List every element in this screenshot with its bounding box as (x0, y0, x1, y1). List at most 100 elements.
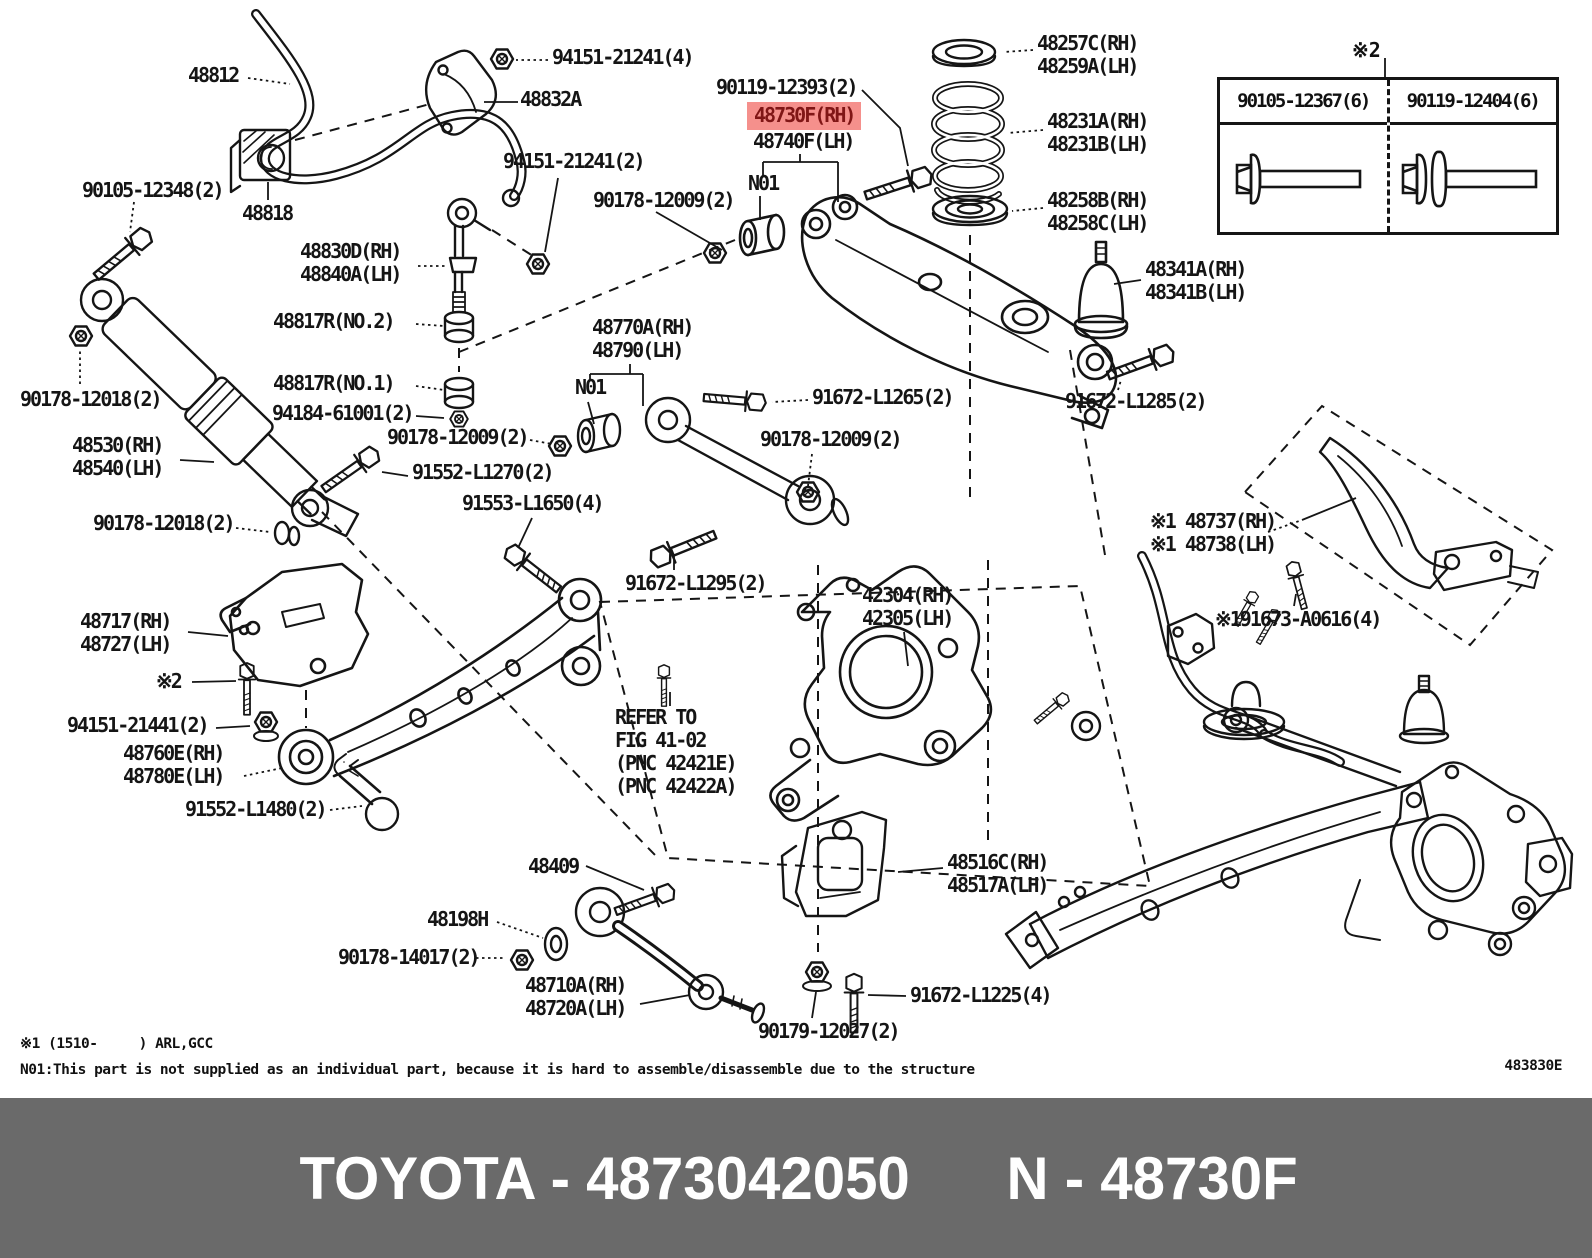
part-label-line: 48258B(RH) (1047, 188, 1149, 212)
part-label: 48258B(RH)48258C(LH) (1047, 188, 1149, 235)
ref-part-number: 90105-12367(6) (1220, 80, 1387, 125)
part-label-line: 48720A(LH) (525, 996, 627, 1020)
part-label: 94151-21241(2) (503, 149, 646, 173)
part-label-line: 48780E(LH) (123, 764, 225, 788)
part-label-line: 48341A(RH) (1145, 257, 1247, 281)
part-label: 90105-12348(2) (82, 178, 225, 202)
part-label-line: N01 (575, 375, 607, 399)
ref-part-number: 90119-12404(6) (1389, 80, 1556, 125)
part-label-line: 91672-L1225(4) (910, 983, 1053, 1007)
part-label-line: 48409 (528, 854, 580, 878)
part-label: N01 (748, 171, 780, 195)
part-label-line: 90178-12009(2) (760, 427, 903, 451)
part-label: 48710A(RH)48720A(LH) (525, 973, 627, 1020)
part-label-line: 91553-L1650(4) (462, 491, 605, 515)
part-label-line: 90178-12018(2) (20, 387, 163, 411)
part-label: 91672-L1295(2) (625, 572, 768, 595)
part-label: 48516C(RH)48517A(LH) (947, 850, 1049, 897)
part-label: 94151-21241(4) (552, 45, 695, 69)
part-label-line: ※1 48738(LH) (1150, 532, 1277, 556)
part-label: 91552-L1270(2) (412, 461, 555, 484)
part-label-line: 90105-12348(2) (82, 178, 225, 202)
part-label-line: 48840A(LH) (300, 262, 402, 286)
part-label-line: 48830D(RH) (300, 239, 402, 263)
part-label-line: 48259A(LH) (1037, 54, 1139, 78)
part-label: 48770A(RH)48790(LH) (592, 315, 694, 362)
part-label: 48817R(NO.2) (273, 309, 395, 333)
part-label-line: 48790(LH) (592, 338, 684, 362)
part-label-line: 91672-L1265(2) (812, 385, 955, 409)
part-label: 91672-L1265(2) (812, 385, 955, 409)
part-label-highlighted: 48730F(RH) (747, 102, 862, 130)
part-label-line: 48730F(RH) (754, 103, 856, 127)
part-label: 48257C(RH)48259A(LH) (1037, 32, 1139, 78)
part-label: 94151-21441(2) (67, 713, 210, 737)
part-label-line: 91552-L1480(2) (185, 797, 328, 821)
part-label-line: 48817R(NO.1) (273, 371, 395, 395)
part-label: 91552-L1480(2) (185, 797, 328, 821)
part-label-line: 90178-14017(2) (338, 945, 481, 969)
part-label-line: ※191673-A0616(4) (1215, 607, 1382, 631)
hardware-reference-table: 90105-12367(6) 90119-12404(6) (1217, 77, 1559, 235)
part-label-line: 94151-21241(4) (552, 45, 695, 69)
part-label-line: 48341B(LH) (1145, 280, 1247, 304)
part-label: 90178-12018(2) (20, 387, 163, 411)
part-label: 90178-12009(2) (387, 425, 530, 449)
part-label-line: 48710A(RH) (525, 973, 627, 997)
part-label-line: 48231A(RH) (1047, 109, 1149, 133)
part-label: 90178-12018(2) (93, 511, 236, 535)
part-label-line: REFER TO (615, 705, 697, 729)
part-label-line: 48770A(RH) (592, 315, 694, 339)
part-label-line: 94151-21441(2) (67, 713, 210, 737)
part-label: 42304(RH)42305(LH) (862, 583, 954, 630)
diagram-line-art (68, 9, 1574, 1034)
part-label-line: 48516C(RH) (947, 850, 1049, 874)
part-label: 48341A(RH)48341B(LH) (1145, 257, 1247, 304)
part-label-line: 48258C(LH) (1047, 211, 1149, 235)
part-label-line: ※2 (156, 669, 183, 693)
part-label: ※191673-A0616(4) (1215, 607, 1382, 631)
part-label-line: 48540(LH) (72, 456, 164, 480)
part-label-line: 48717(RH) (80, 609, 172, 633)
ref-table-column: 90119-12404(6) (1386, 80, 1556, 232)
part-label: 48231A(RH)48231B(LH) (1047, 109, 1149, 156)
footnote-n01: N01:This part is not supplied as an indi… (20, 1062, 975, 1078)
part-label-line: 90179-12027(2) (758, 1019, 901, 1043)
banner-pnc: N - 48730F (1006, 1144, 1298, 1212)
part-label-line: (PNC 42421E) (615, 751, 737, 775)
part-label: 94184-61001(2) (272, 402, 415, 425)
part-label-line: 90178-12009(2) (387, 425, 530, 449)
part-label: 91672-L1225(4) (910, 983, 1053, 1007)
part-label: 90179-12027(2) (758, 1019, 901, 1043)
part-label-line: 48812 (188, 63, 240, 87)
part-label: 48530(RH)48540(LH) (72, 434, 164, 480)
part-label-line: 48817R(NO.2) (273, 309, 395, 333)
part-label: N01 (575, 375, 607, 399)
part-label-line: 42304(RH) (862, 583, 954, 607)
diagram-code: 483830E (1504, 1058, 1562, 1074)
part-label-line: ※1 48737(RH) (1150, 509, 1277, 533)
part-label-line: 48727(LH) (80, 632, 172, 656)
part-label-line: 48818 (242, 201, 294, 225)
part-label-line: 48832A (520, 87, 582, 111)
part-label: 90178-12009(2) (593, 188, 736, 212)
part-label-line: 48198H (427, 907, 489, 931)
part-label: 48832A (520, 87, 582, 111)
part-label-line: 90178-12018(2) (93, 511, 236, 535)
part-label-line: 48231B(LH) (1047, 132, 1149, 156)
flange-bolt-icon (1220, 125, 1387, 232)
part-label-line: N01 (748, 171, 780, 195)
ref-table-marker: ※2 (1352, 38, 1381, 62)
part-label-line: 48760E(RH) (123, 741, 225, 765)
banner-part-number: TOYOTA - 4873042050 (299, 1144, 911, 1212)
part-label: 48760E(RH)48780E(LH) (123, 741, 225, 788)
part-label-line: 94151-21241(2) (503, 149, 646, 173)
part-label-line: 90178-12009(2) (593, 188, 736, 212)
part-label: 48830D(RH)48840A(LH) (300, 239, 402, 286)
part-label-line: (PNC 42422A) (615, 774, 737, 798)
part-label: 48198H (427, 907, 489, 931)
part-label: ※1 48737(RH)※1 48738(LH) (1150, 509, 1277, 556)
part-label-line: FIG 41-02 (615, 728, 707, 752)
part-label: 91553-L1650(4) (462, 491, 605, 515)
